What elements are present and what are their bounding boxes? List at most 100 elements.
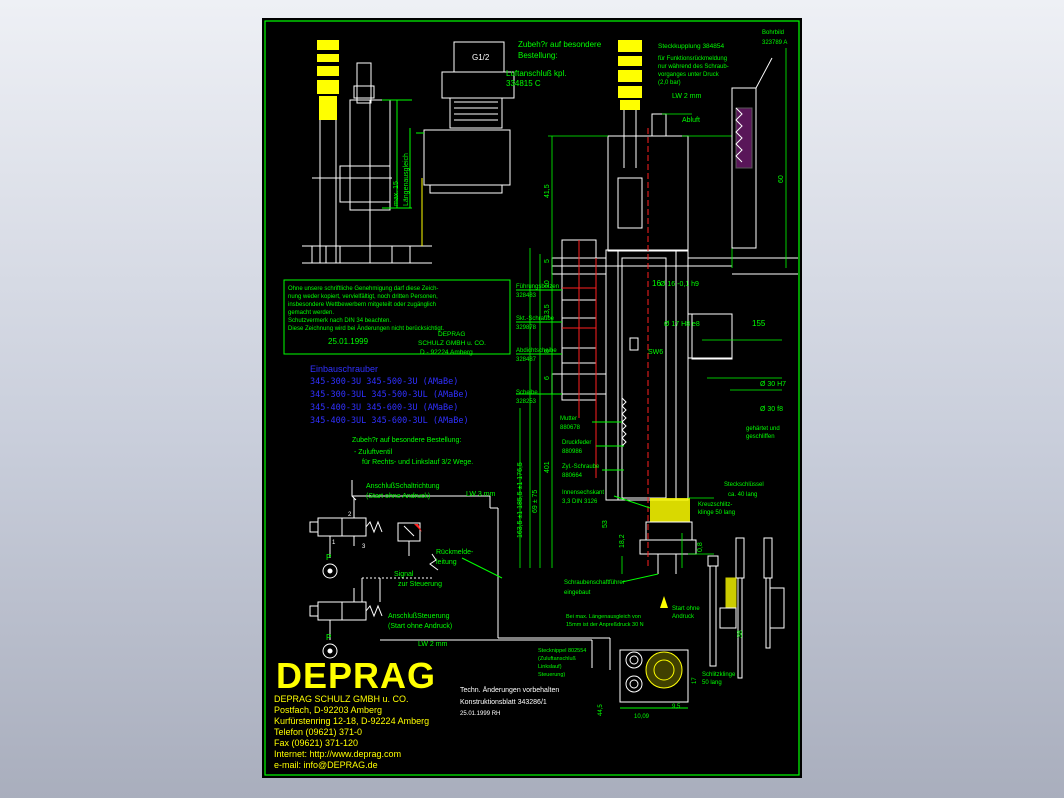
- copyright-line6: Diese Zeichnung wird bei Änderungen nich…: [288, 325, 444, 332]
- dim-5: 5: [544, 259, 551, 263]
- dim-41-5: 41,5: [544, 184, 551, 198]
- copyright-line2: nung weder kopiert, vervielfältigt, noch…: [288, 294, 438, 300]
- start-arrow-icon: [660, 596, 668, 608]
- drawing-frame: [264, 20, 800, 776]
- bei-max-2: 15mm ist der Anpreßdruck 30 N: [566, 622, 644, 628]
- model-line-1: 345-300-3U 345-500-3U (AMaBe): [310, 377, 458, 387]
- dim-10-09: 10,09: [634, 714, 650, 720]
- stecknippel-4: Steuerung): [538, 672, 565, 678]
- zubehoer2-item2: für Rechts- und Linkslauf 3/2 Wege.: [362, 459, 473, 466]
- start-ohne-2: Andruck: [672, 614, 695, 620]
- kreuzschlitz-2: klinge 50 lang: [698, 510, 735, 516]
- date-1: 25.01.1999: [328, 337, 369, 346]
- copyright-line1: Ohne unsere schriftliche Genehmigung dar…: [288, 286, 438, 292]
- anschluss-steuer-2: (Start ohne Andruck): [388, 623, 452, 630]
- part-fuehrungsbolzen: Führungsbolzen: [516, 284, 559, 290]
- dim-lengths: 163,5 ±1 185,5 ±1 176,5: [517, 462, 524, 538]
- parts-mid-leaders: [592, 421, 651, 509]
- zubehoer2-item1: - Zuluftventil: [354, 449, 393, 456]
- top-note-line2: Bestellung:: [518, 51, 558, 60]
- bit-set: [707, 537, 785, 679]
- part-skt-schraube-num: 329878: [516, 325, 537, 331]
- port-3: 3: [362, 544, 366, 550]
- steckkupplung-note4: (2,0 bar): [658, 80, 681, 86]
- top-left-assembly: [302, 40, 432, 264]
- bei-max-1: Bei max. Längenausgleich von: [566, 614, 641, 620]
- schlitzklinge-1: Schlitzklinge: [702, 672, 736, 678]
- luftanschluss-part: [416, 41, 515, 194]
- anschluss-schalt-1: AnschlußSchaltrichtung: [366, 483, 440, 490]
- anschluss-schalt-2: (Start ohne Andruck): [366, 493, 430, 500]
- depr-box-1: DEPRAG: [438, 331, 465, 338]
- einbau-title: Einbauschrauber: [310, 364, 378, 374]
- techn-1: Techn. Änderungen vorbehalten: [460, 686, 559, 694]
- part-abdichtscheibe: Abdichtscheibe: [516, 348, 557, 354]
- top-note-line1: Zubeh?r auf besondere: [518, 40, 602, 49]
- copyright-line5: Schutzvermerk nach DIN 34 beachten.: [288, 318, 391, 324]
- depr-box-2: SCHULZ GMBH u. CO.: [418, 340, 486, 347]
- anschluss-steuer-1: AnschlußSteuerung: [388, 613, 450, 620]
- sw6-label: SW6: [648, 349, 663, 356]
- signal-lightning-icon: [414, 524, 422, 532]
- port-1: 1: [332, 540, 336, 546]
- part-abdichtscheibe-num: 328487: [516, 357, 537, 363]
- dim-13-5: 13,5: [544, 304, 551, 318]
- part-mutter: Mutter: [560, 416, 577, 422]
- zubehoer2-title: Zubeh?r auf besondere Bestellung:: [352, 437, 461, 444]
- schraubenschaft-leader: [621, 573, 659, 583]
- company-line-2: Postfach, D-92203 Amberg: [274, 705, 382, 715]
- company-line-3: Kurfürstenring 12-18, D-92224 Amberg: [274, 716, 429, 726]
- part-mutter-num: 880678: [560, 425, 581, 431]
- gehaertet-2: geschliffen: [746, 434, 775, 440]
- part-scheibe-num: 328253: [516, 399, 537, 405]
- steckschluessel-2: ca. 40 lang: [728, 492, 757, 498]
- main-tool-redlines: [562, 128, 649, 568]
- dim-53: 53: [602, 520, 609, 528]
- dim-0-8: 0,8: [697, 542, 704, 552]
- steckschluessel-1: Steckschlüssel: [724, 482, 764, 488]
- model-line-3: 345-400-3U 345-600-3U (AMaBe): [310, 403, 458, 413]
- part-druckfeder-num: 880986: [562, 449, 583, 455]
- schraubenschaft-1: Schraubenschaftführer: [564, 580, 625, 586]
- copyright-line3: insbesondere Wettbewerbern mitgeteilt od…: [288, 302, 436, 308]
- company-line-7: e-mail: info@DEPRAG.de: [274, 760, 378, 770]
- dim-30f8: Ø 30 f8: [760, 406, 783, 413]
- depr-logo: DEPRAG: [276, 655, 436, 696]
- connector-detail: [619, 649, 689, 709]
- anschluss-number: 334815 C: [506, 79, 541, 88]
- dim-6: 6: [544, 376, 551, 380]
- signal-bolt-icon: [429, 553, 439, 571]
- stecknippel-1: Stecknippel 802554: [538, 648, 586, 654]
- stecknippel-3: Linkslauf): [538, 664, 562, 670]
- parts-left: [516, 289, 562, 395]
- steckkupplung-note2: nur während des Schraub-: [658, 64, 729, 70]
- p-label-1: P: [326, 553, 331, 562]
- model-line-4: 345-400-3UL 345-600-3UL (AMaBe): [310, 416, 469, 426]
- dim-9-5: 9,5: [672, 704, 681, 710]
- part-scheibe: Scheibe: [516, 390, 538, 396]
- bohrbild-detail: [731, 57, 773, 249]
- copyright-line4: gemacht werden.: [288, 310, 334, 316]
- company-line-6: Internet: http://www.deprag.com: [274, 749, 401, 759]
- copyright-box: [283, 279, 511, 355]
- fit-17-e8: Ø 17 H8 e8: [664, 321, 700, 328]
- dim-155: 155: [752, 319, 766, 328]
- laengenausgleich-label: Längenausgleich: [403, 153, 410, 206]
- part-zyl-schraube: Zyl.-Schraube: [562, 464, 600, 470]
- technical-drawing: Längenausgleich max. 15 G1/2 Zubeh?r auf…: [264, 20, 800, 776]
- part-innensechskant-num: 3,3 DIN 3126: [562, 499, 598, 505]
- dim-17: 17: [692, 677, 698, 684]
- lw3-label: LW 3 mm: [466, 491, 496, 498]
- schlitzklinge-2: 50 lang: [702, 680, 722, 686]
- signal-1: Signal: [394, 571, 414, 578]
- dim-60: 60: [778, 175, 785, 183]
- dim-38: 38: [737, 630, 744, 638]
- fit-16-h9: Ø 16 -0,1 h9: [660, 281, 699, 288]
- techn-2: Konstruktionsblatt 343286/1: [460, 699, 547, 706]
- rueckmelde-1: Rückmelde-: [436, 549, 474, 556]
- dimension-lines: [519, 48, 787, 574]
- bohrbild-label: Bohrbild: [762, 30, 784, 36]
- part-skt-schraube: Skt.-Schraube: [516, 316, 555, 322]
- abluft-label: Abluft: [682, 117, 700, 124]
- depr-box-3: D - 92224 Amberg: [420, 349, 473, 356]
